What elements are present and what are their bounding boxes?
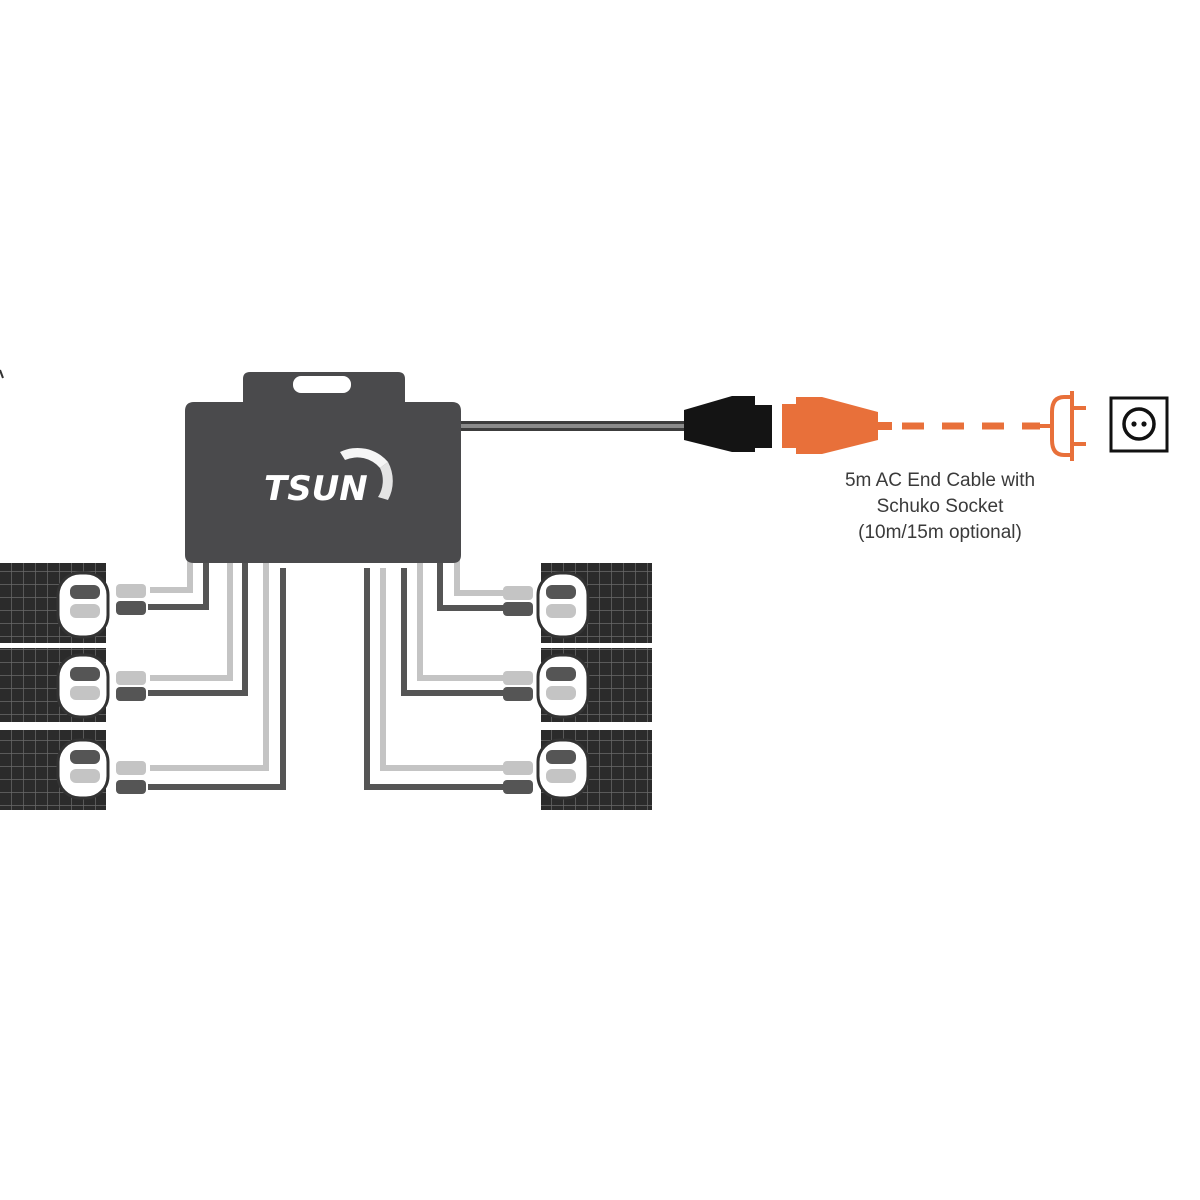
mc4-connector-icon <box>503 602 533 616</box>
mc4-connector-icon <box>70 750 100 764</box>
mc4-connector-icon <box>70 769 100 783</box>
brand-logo: TSUN <box>264 469 368 509</box>
mc4-connector-icon <box>546 750 576 764</box>
ac-connector-female <box>782 397 878 454</box>
mc4-connector-icon <box>503 687 533 701</box>
mc4-connector-icon <box>70 585 100 599</box>
mc4-connector-icon <box>116 671 146 685</box>
microinverter: TSUN <box>185 372 461 563</box>
caption-line-1: 5m AC End Cable with <box>844 470 1036 491</box>
ac-cable <box>458 391 1169 461</box>
inverter-body <box>185 372 461 563</box>
mc4-connector-icon <box>70 686 100 700</box>
mc4-connector-icon <box>546 604 576 618</box>
mc4-connector-icon <box>116 780 146 794</box>
brand-logo-arc <box>340 447 393 500</box>
mc4-connector-icon <box>116 761 146 775</box>
dc-cables-right <box>364 560 505 790</box>
mc4-connector-icon <box>546 667 576 681</box>
mc4-connector-icon <box>116 687 146 701</box>
caption-line-3: (10m/15m optional) <box>858 522 1022 543</box>
ac-connector-male <box>684 396 772 452</box>
plug-icon <box>1038 391 1086 461</box>
dc-cables-left <box>148 560 286 790</box>
ac-cable-caption: 5m AC End Cable with Schuko Socket (10m/… <box>800 468 1080 546</box>
connectors-right <box>503 571 590 800</box>
mounting-handle <box>293 376 351 393</box>
mc4-connector-icon <box>70 604 100 618</box>
edge-mark <box>0 369 4 379</box>
caption-line-2: Schuko Socket <box>876 496 1004 517</box>
mc4-connector-icon <box>546 769 576 783</box>
mc4-connector-icon <box>503 761 533 775</box>
mc4-connector-icon <box>70 667 100 681</box>
mc4-connector-icon <box>116 601 146 615</box>
mc4-connector-icon <box>503 586 533 600</box>
schuko-socket-icon <box>1109 396 1169 453</box>
mc4-connector-icon <box>546 585 576 599</box>
mc4-connector-icon <box>503 780 533 794</box>
mc4-connector-icon <box>503 671 533 685</box>
mc4-connector-icon <box>116 584 146 598</box>
connectors-left <box>56 571 146 800</box>
mc4-connector-icon <box>546 686 576 700</box>
